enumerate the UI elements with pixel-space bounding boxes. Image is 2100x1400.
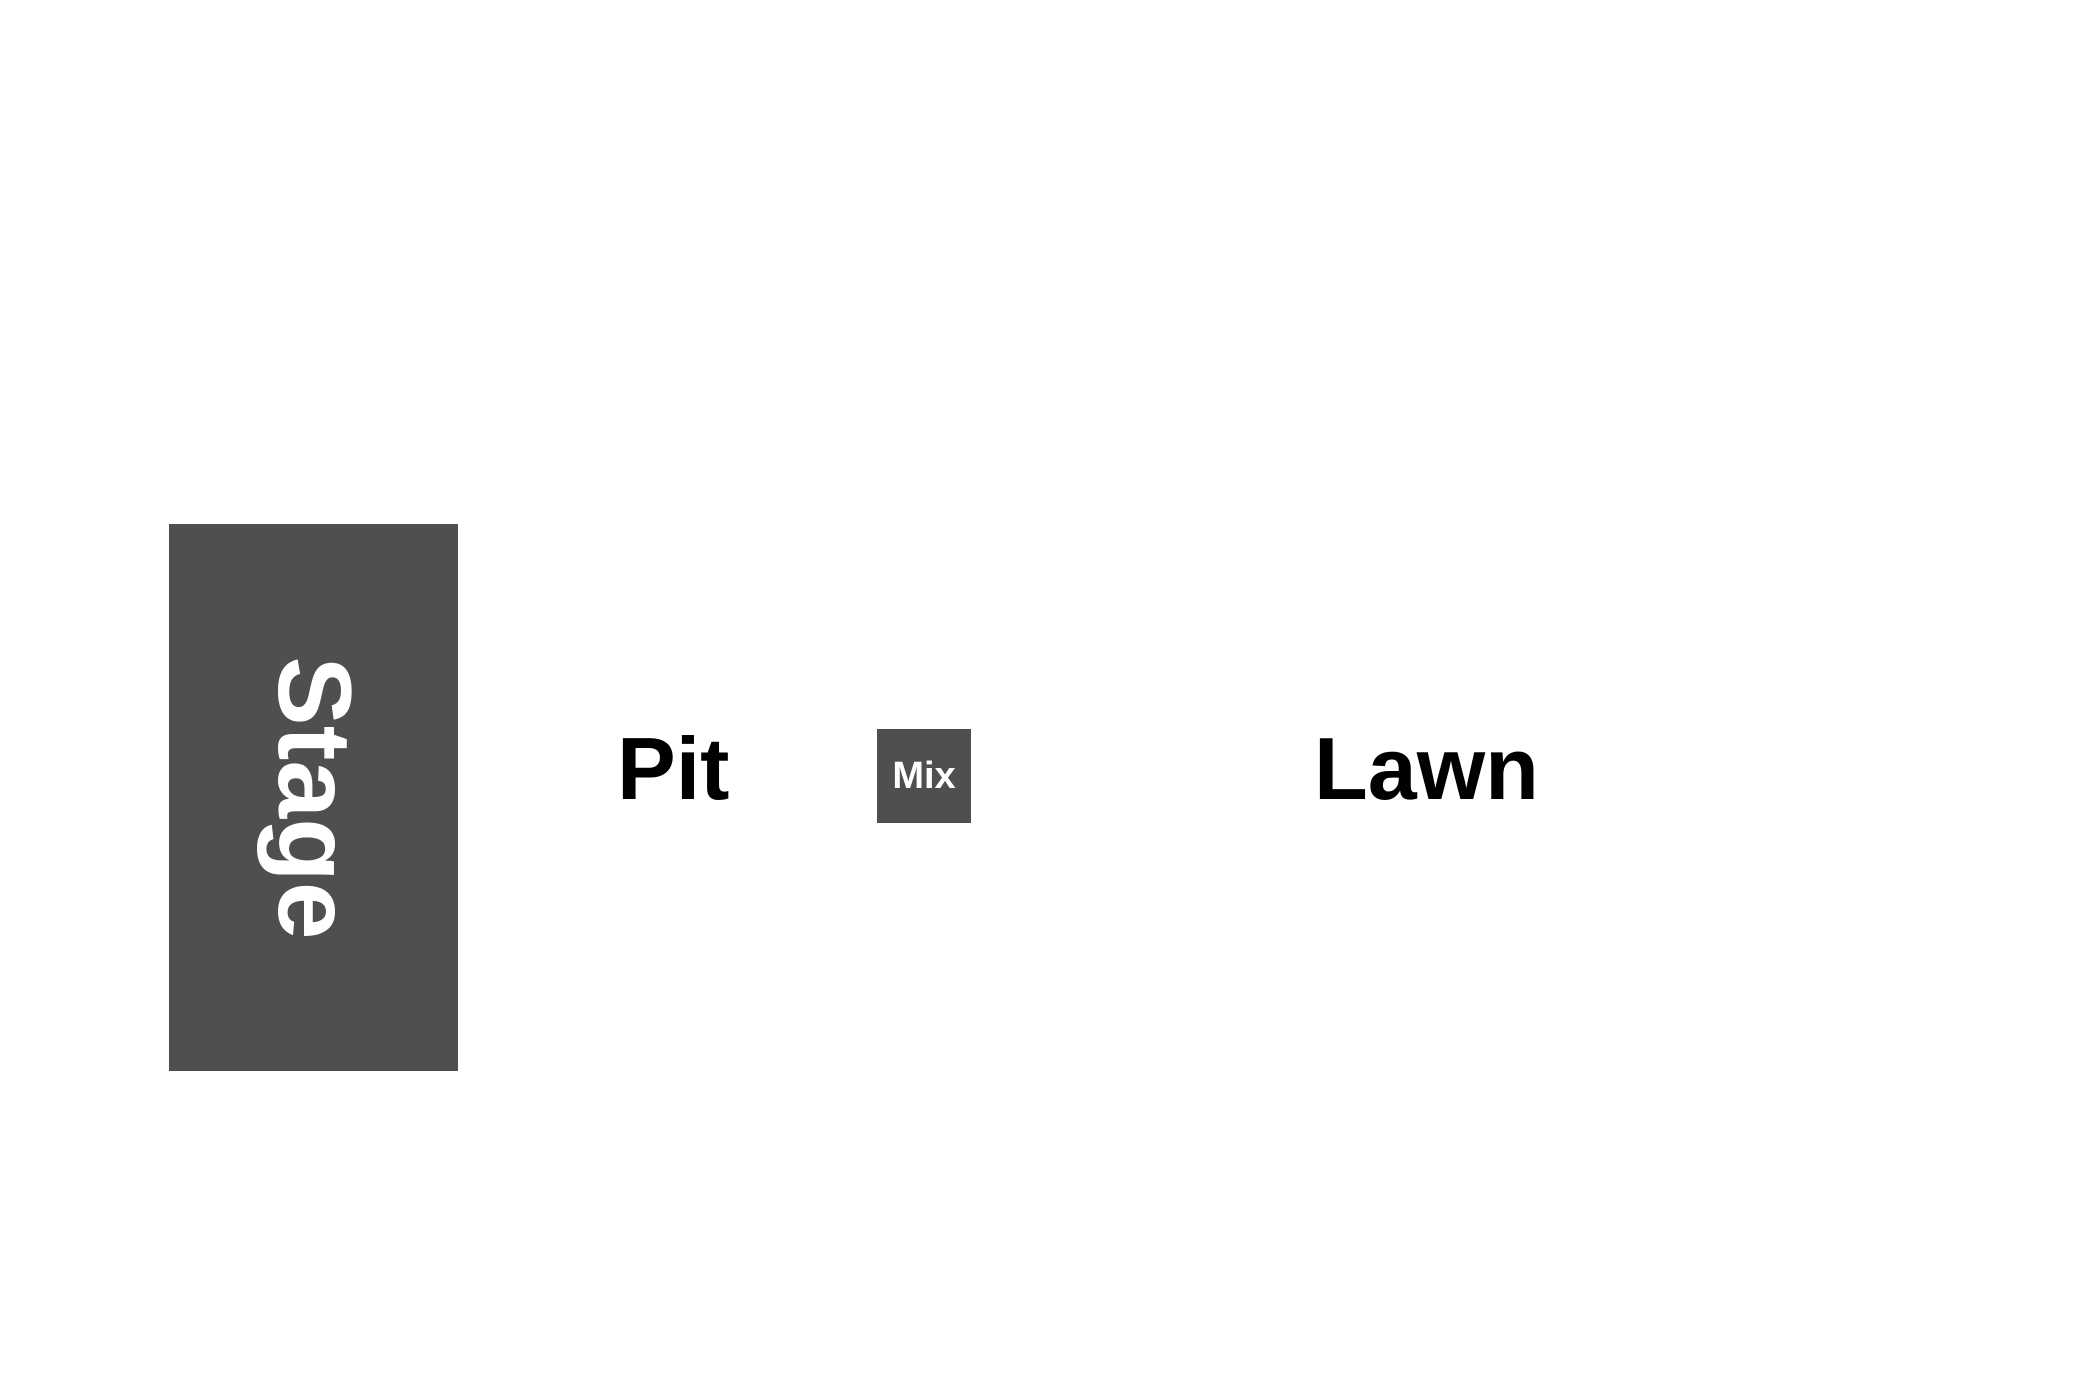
stage-area: Stage: [169, 524, 458, 1071]
stage-label: Stage: [255, 655, 372, 940]
mix-position: Mix: [877, 729, 971, 823]
lawn-section-label[interactable]: Lawn: [1314, 719, 1539, 818]
pit-section-label[interactable]: Pit: [617, 719, 730, 818]
mix-label: Mix: [892, 755, 956, 797]
